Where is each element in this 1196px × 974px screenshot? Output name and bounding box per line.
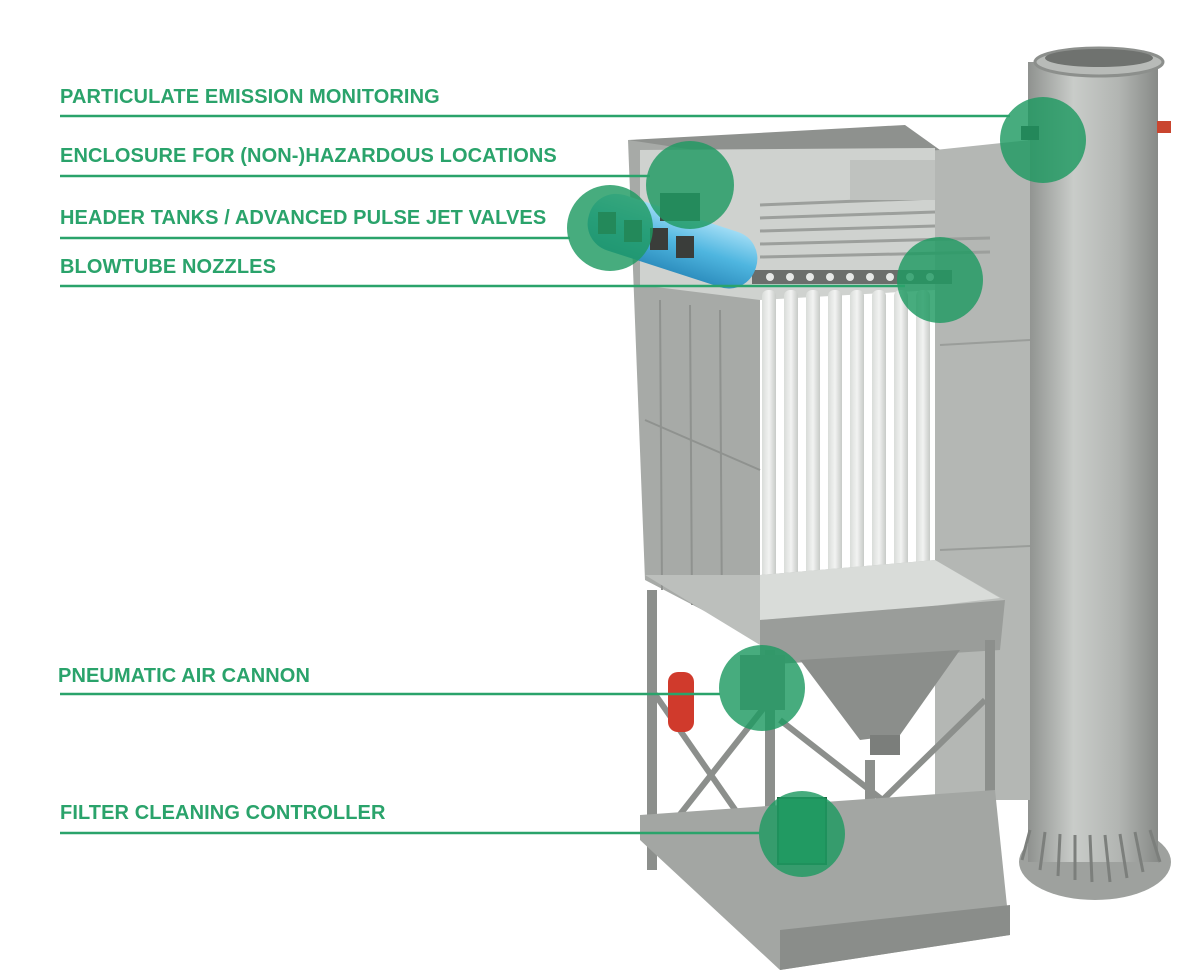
stack-top-opening (1045, 49, 1153, 67)
highlight-filter-controller (759, 791, 845, 877)
highlight-emission-monitoring (1000, 97, 1086, 183)
callout-label-enclosure: ENCLOSURE FOR (NON-)HAZARDOUS LOCATIONS (60, 145, 557, 167)
leader-lines (60, 114, 1010, 835)
highlight-blowtube-nozzles (897, 237, 983, 323)
stack-port-red (1157, 121, 1171, 133)
callout-label-air-cannon: PNEUMATIC AIR CANNON (58, 665, 310, 687)
highlight-circles (567, 97, 1086, 877)
hopper-front (760, 600, 1005, 665)
hopper-cones (800, 650, 960, 740)
highlight-header-tank (567, 185, 653, 271)
fire-extinguisher (668, 672, 694, 732)
highlight-enclosure (646, 141, 734, 229)
highlight-air-cannon (719, 645, 805, 731)
callout-label-emission-monitoring: PARTICULATE EMISSION MONITORING (60, 86, 440, 108)
callout-label-filter-controller: FILTER CLEANING CONTROLLER (60, 802, 386, 824)
callout-label-header-tanks: HEADER TANKS / ADVANCED PULSE JET VALVES (60, 207, 547, 229)
stack-body (1028, 62, 1158, 862)
filter-bags (762, 290, 930, 580)
stack-base-ribs (1020, 829, 1162, 883)
callout-label-blowtube-nozzles: BLOWTUBE NOZZLES (60, 256, 277, 278)
